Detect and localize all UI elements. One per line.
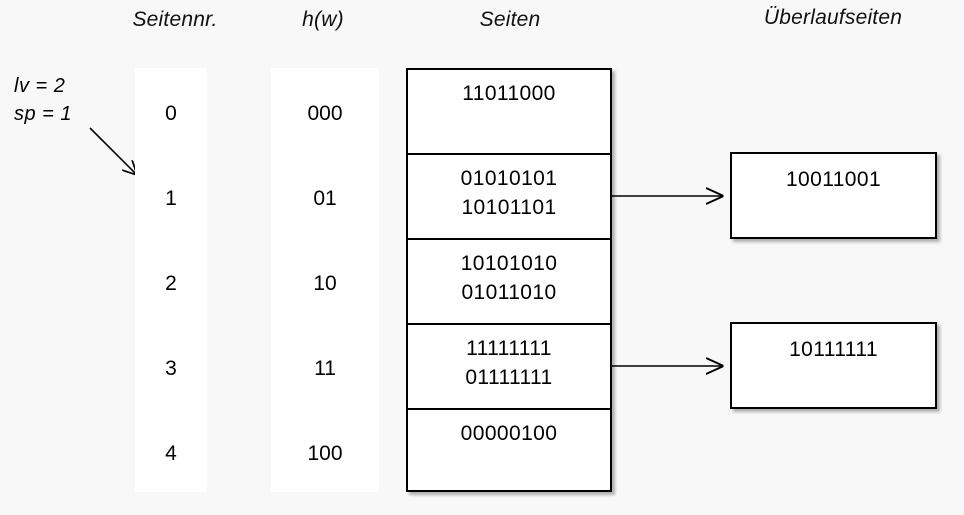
parameter-sp: sp = 1 bbox=[14, 103, 73, 125]
record-value: 00000100 bbox=[460, 422, 558, 445]
page-row: 00000100 bbox=[408, 410, 610, 490]
parameter-lv: lv = 2 bbox=[14, 75, 66, 97]
record-value: 01111111 bbox=[465, 366, 553, 389]
cell-hw-0: 000 bbox=[307, 102, 343, 125]
record-value: 10111111 bbox=[789, 338, 878, 361]
page-row: 11111111 01111111 bbox=[408, 325, 610, 410]
record-value: 11111111 bbox=[466, 337, 552, 360]
record-value: 11011000 bbox=[462, 82, 556, 105]
record-value: 01010101 bbox=[460, 167, 558, 190]
overflow-page: 10011001 bbox=[730, 152, 937, 239]
column-header-hw: h(w) bbox=[302, 8, 344, 31]
cell-hw-1: 01 bbox=[313, 187, 337, 210]
page-row: 10101010 01011010 bbox=[408, 240, 610, 325]
right-arrow-icon bbox=[611, 186, 734, 206]
right-arrow-icon bbox=[611, 356, 734, 376]
cell-seitennr-0: 0 bbox=[165, 102, 177, 125]
record-value: 10101101 bbox=[461, 196, 557, 219]
overflow-page: 10111111 bbox=[730, 322, 937, 409]
parameter-annotation: lv = 2 sp = 1 bbox=[14, 72, 72, 128]
cell-seitennr-1: 1 bbox=[165, 187, 177, 210]
page-row: 01010101 10101101 bbox=[408, 155, 610, 240]
cell-hw-2: 10 bbox=[313, 272, 337, 295]
record-value: 01011010 bbox=[461, 281, 557, 304]
page-row: 11011000 bbox=[408, 70, 610, 155]
cell-hw-3: 11 bbox=[314, 357, 336, 380]
diagonal-arrow-icon bbox=[89, 127, 148, 186]
cell-hw-4: 100 bbox=[307, 442, 343, 465]
cell-seitennr-4: 4 bbox=[165, 442, 177, 465]
column-header-seitennr: Seitennr. bbox=[132, 8, 218, 31]
cell-seitennr-3: 3 bbox=[165, 357, 177, 380]
column-seitennr bbox=[135, 68, 207, 492]
pages-table: 11011000 01010101 10101101 10101010 0101… bbox=[406, 68, 612, 492]
column-hw bbox=[271, 68, 379, 492]
column-header-ueberlaufseiten: Überlaufseiten bbox=[763, 6, 903, 29]
record-value: 10101010 bbox=[460, 252, 558, 275]
cell-seitennr-2: 2 bbox=[165, 272, 177, 295]
record-value: 10011001 bbox=[785, 168, 882, 191]
column-header-seiten: Seiten bbox=[479, 8, 541, 31]
